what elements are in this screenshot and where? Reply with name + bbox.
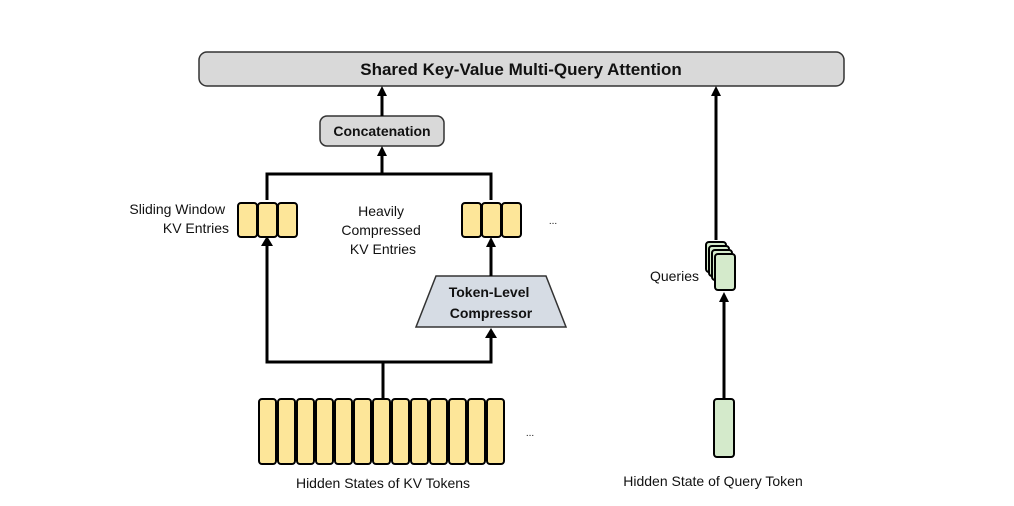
kv-token-cell — [429, 398, 448, 465]
kv-entry-cell — [237, 202, 258, 238]
kv-token-cell — [296, 398, 315, 465]
compressed-kv-label: Heavily Compressed KV Entries — [341, 203, 424, 257]
attention-bar — [198, 51, 845, 87]
token-level-compressor — [414, 275, 568, 328]
split-wire-right — [383, 333, 493, 364]
hidden-query-label: Hidden State of Query Token — [623, 473, 803, 489]
sliding-window-label: Sliding Window KV Entries — [129, 201, 229, 236]
kv-entry-cell — [257, 202, 278, 238]
concatenation-label: Concatenation — [333, 123, 430, 139]
query-card — [714, 253, 736, 291]
kv-token-cell — [315, 398, 334, 465]
merge-wire — [265, 172, 493, 200]
kv-token-cell — [448, 398, 467, 465]
compressed-kv-entries — [461, 202, 522, 238]
kv-entry-cell — [481, 202, 502, 238]
kv-token-cell — [277, 398, 296, 465]
kv-token-cell — [391, 398, 410, 465]
kv-token-cell — [410, 398, 429, 465]
hidden-states-kv-tokens — [258, 398, 505, 465]
arrowhead-sliding — [261, 236, 273, 246]
query-token-cell — [713, 398, 735, 458]
attention-title: Shared Key-Value Multi-Query Attention — [360, 60, 681, 79]
kv-token-cell — [372, 398, 391, 465]
kv-token-cell — [467, 398, 486, 465]
queries-label: Queries — [650, 268, 699, 284]
hidden-kv-label: Hidden States of KV Tokens — [296, 475, 470, 491]
sliding-window-kv-entries — [237, 202, 298, 238]
kv-tokens-ellipsis: ... — [526, 428, 534, 439]
kv-token-cell — [334, 398, 353, 465]
kv-entry-cell — [501, 202, 522, 238]
kv-token-cell — [486, 398, 505, 465]
kv-token-cell — [353, 398, 372, 465]
query-stack — [705, 241, 736, 291]
kv-token-cell — [258, 398, 277, 465]
kv-entry-cell — [277, 202, 298, 238]
split-wire — [265, 242, 385, 398]
arrowhead-compressor — [485, 328, 497, 338]
compressed-ellipsis: ... — [549, 216, 557, 227]
kv-entry-cell — [461, 202, 482, 238]
compressor-label: Token-Level Compressor — [449, 284, 534, 321]
